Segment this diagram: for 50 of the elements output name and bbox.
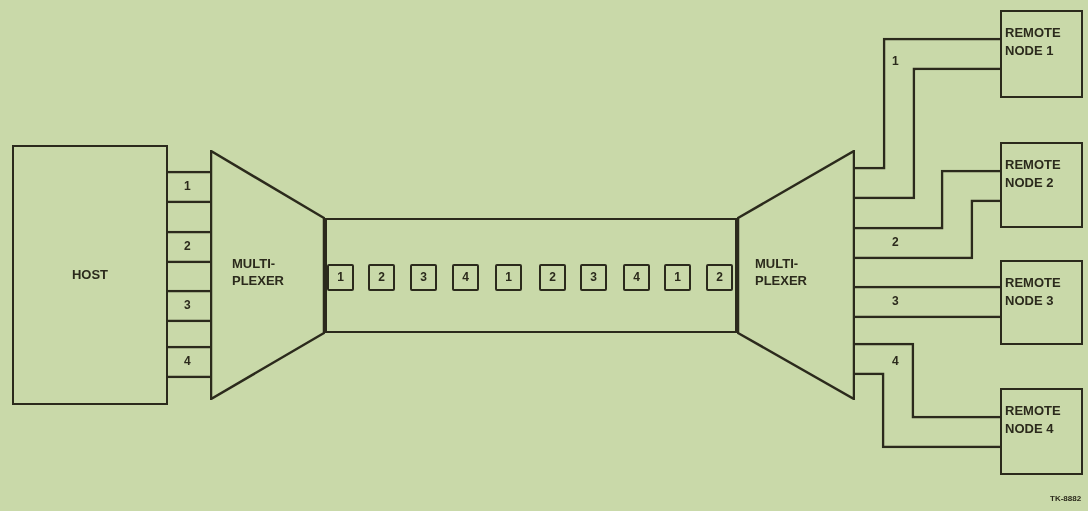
packet-box: [410, 264, 437, 291]
channel-line-pair: [168, 230, 210, 264]
unit-box: [12, 145, 168, 405]
edge-label: 1: [892, 54, 899, 68]
edge-label: 3: [184, 298, 191, 312]
edge-label: 2: [184, 239, 191, 253]
figure-code: TK-8882: [1050, 494, 1082, 503]
unit-label: REMOTE NODE 3: [1005, 274, 1062, 310]
packet-number: 4: [461, 270, 470, 284]
unit-label: REMOTE NODE 4: [1005, 402, 1062, 438]
edge-label: 1: [184, 179, 191, 193]
packet-box: [664, 264, 691, 291]
unit-box: [1000, 10, 1083, 98]
packet-box: [452, 264, 479, 291]
edge-label: 4: [184, 354, 191, 368]
channel-band: [325, 218, 737, 333]
packet-box: [327, 264, 354, 291]
packet-number: 3: [589, 270, 598, 284]
packet-number: 2: [715, 270, 724, 284]
packet-number: 4: [632, 270, 641, 284]
packet-number: 1: [336, 270, 345, 284]
packet-number: 1: [673, 270, 682, 284]
multiplexer-trapezoid: [210, 150, 325, 400]
packet-box: [495, 264, 522, 291]
unit-label: REMOTE NODE 2: [1005, 156, 1062, 192]
unit-label: REMOTE NODE 1: [1005, 24, 1062, 60]
packet-number: 2: [377, 270, 386, 284]
unit-box: [1000, 260, 1083, 345]
packet-number: 3: [419, 270, 428, 284]
packet-number: 1: [504, 270, 513, 284]
packet-box: [580, 264, 607, 291]
channel-line-pair: [855, 342, 1000, 449]
packet-number: 2: [548, 270, 557, 284]
channel-line-pair: [168, 345, 210, 379]
packet-box: [623, 264, 650, 291]
channel-line-pair: [168, 170, 210, 204]
packet-box: [539, 264, 566, 291]
multiplexer-trapezoid: [737, 150, 855, 400]
unit-label: MULTI- PLEXER: [232, 255, 285, 289]
unit-box: [1000, 388, 1083, 475]
channel-line-pair: [855, 37, 1000, 200]
packet-box: [368, 264, 395, 291]
edge-label: 3: [892, 294, 899, 308]
edge-label: 4: [892, 354, 899, 368]
unit-box: [1000, 142, 1083, 228]
unit-label: HOST: [70, 267, 110, 282]
unit-label: MULTI- PLEXER: [755, 255, 808, 289]
packet-box: [706, 264, 733, 291]
edge-label: 2: [892, 235, 899, 249]
channel-line-pair: [168, 289, 210, 323]
